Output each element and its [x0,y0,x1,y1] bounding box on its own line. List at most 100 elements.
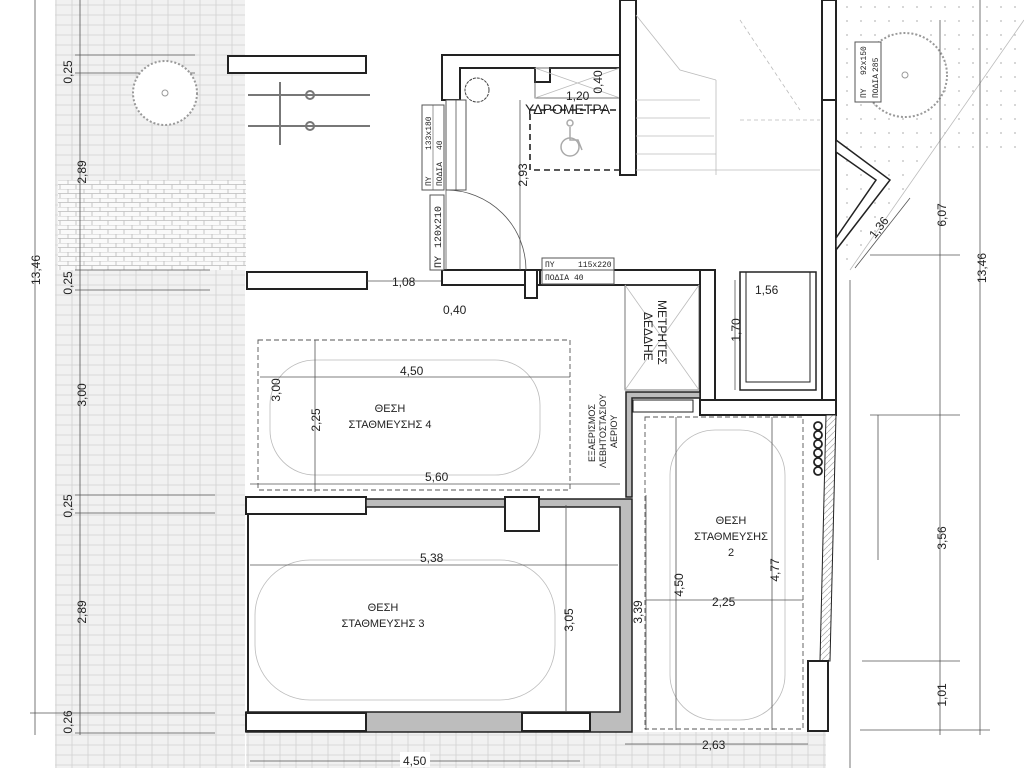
car-outline [254,559,556,701]
window-2-sill-value: 40 [574,274,584,283]
dim-shaft-w: 1,56 [755,283,779,297]
dim-shaft-h: 1,70 [729,318,743,342]
label-parking-2-c: 2 [728,547,734,559]
dim-left-b: 2,89 [75,160,89,184]
dim-gap: 1,08 [392,275,416,289]
brick-paving [58,180,246,270]
dim-left-a: 0,25 [61,60,75,84]
shaft [739,271,817,391]
dim-p4-total: 5,60 [425,470,449,484]
label-meters-1: ΜΕΤΡΗΤΕΣ [655,300,669,365]
window-3-type: ΠΥ [860,88,869,98]
label-gas-3: ΑΕΡΙΟΥ [609,415,619,448]
dim-p4-h: 3,00 [269,378,283,402]
wall-segment [521,712,591,732]
tree-icon [132,60,198,126]
shaft-inner [745,271,811,383]
dim-right-a: 6,07 [935,203,949,227]
label-gas-1: ΕΞΑΕΡΙΣΜΟΣ [587,404,597,462]
tree-icon [862,32,948,118]
dim-left-total: 13,46 [29,255,43,285]
label-parking-2-a: ΘΕΣΗ [716,515,747,527]
dim-p2-len: 4,50 [672,573,686,597]
dim-left-c: 0,25 [61,271,75,295]
wall-segment [245,712,367,732]
window-2-size: 115x220 [578,261,612,270]
dim-left-d: 3,00 [75,383,89,407]
staircase [635,14,820,175]
planter [835,138,892,253]
window-1-size: 133x180 [425,116,434,150]
door-jamb [524,269,538,299]
window-3-sill-value: 285 [872,57,881,72]
label-parking-2-b: ΣΤΑΘΜΕΥΣΗΣ [694,531,768,543]
bottom-paving [246,732,826,768]
dim-right-c: 1,01 [935,683,949,707]
label-parking-4-b: ΣΤΑΘΜΕΥΣΗΣ 4 [349,419,432,431]
gas-vent-wall [625,391,701,498]
meters-box [624,284,700,391]
window-3-sill: ΠΟΔΙΑ [872,74,881,98]
stair-wall-left [619,0,637,176]
dim-p3-w: 3,05 [562,608,576,632]
dim-right-b: 3,56 [935,526,949,550]
wall-segment [246,271,368,290]
wall-segment [245,496,367,515]
car-outline [669,429,786,721]
dim-wall: 0,40 [443,303,467,317]
parking-space-4[interactable] [257,339,571,491]
column [807,660,829,732]
wheelchair-icon [560,119,583,157]
window-1-sill: ΠΟΔΙΑ [436,162,445,186]
dim-bottom-b-backdrop [400,752,430,767]
sidewalk-paving [55,0,245,768]
label-hydrometers: ΥΔΡΟΜΕΤΡΑ [525,101,611,117]
right-wall [821,99,837,416]
car-outline [269,359,541,476]
bike-rack-wall [227,55,367,74]
label-gas-2: ΛΕΒΗΤΟΣΤΑΣΙΟΥ [598,394,608,468]
door-tag-1: ΠΥ 120x210 [429,194,445,271]
door-1-size: 120x210 [434,206,445,248]
dim-p3-len: 5,38 [420,551,444,565]
window-tag-3: ΠΥ 92x150 ΠΟΔΙΑ 285 [854,41,882,103]
window-1-sill-value: 40 [436,140,445,150]
meters-box-cross [624,284,700,391]
dim-right-total: 13,46 [975,253,989,283]
slanted-wall [819,414,837,662]
dim-entry-height: 2,93 [516,163,530,187]
label-meters-2: ΔΕΔΔΗΕ [641,312,655,361]
dim-left-e: 0,25 [61,494,75,518]
dim-p4-w: 2,25 [309,408,323,432]
dim-p3-side: 3,39 [631,600,645,624]
label-parking-4-a: ΘΕΣΗ [375,403,406,415]
dimension-ticks [30,54,215,734]
column [504,496,540,532]
dim-p2-side: 4,77 [768,558,782,582]
pipes-icon [813,421,823,476]
plant-icon [464,77,490,103]
dim-bottom-b: 4,50 [403,754,427,768]
window-tag-2: ΠΥ 115x220 ΠΟΔΙΑ 40 [541,257,615,285]
stair-wall-right [821,0,837,101]
hydrometer-box-cross [534,67,621,99]
dim-left-g: 0,26 [61,710,75,734]
label-parking-3-b: ΣΤΑΘΜΕΥΣΗΣ 3 [342,618,425,630]
label-parking-3-a: ΘΕΣΗ [368,602,399,614]
dim-bottom-a: 2,63 [702,738,726,752]
dimension-ticks [854,197,990,731]
window-2-sill: ΠΟΔΙΑ [545,274,569,283]
window-3-size: 92x150 [860,46,869,75]
garden-edge [836,0,1024,270]
parking-space-2[interactable] [644,416,804,730]
door-1-type: ΠΥ [434,256,445,268]
dim-entry-width: 1,20 [566,89,590,103]
window-tag-1: ΠΥ 133x180 ΠΟΔΙΑ 40 [421,104,445,191]
gas-vent [632,399,694,413]
garden-edge-line [849,19,1024,271]
window-2-type: ΠΥ [545,261,555,270]
door-swing[interactable] [445,189,527,271]
dim-left-f: 2,89 [75,600,89,624]
horizontal-wall [699,399,837,416]
